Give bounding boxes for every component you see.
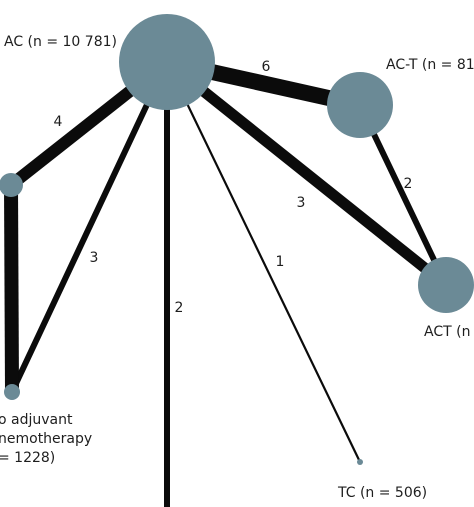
node-label-tc: TC (n = 506)	[337, 485, 427, 501]
node-label-line: ACT (n =	[424, 324, 474, 340]
edge-label-ac-actseq: 6	[262, 59, 271, 75]
node-labels-layer: AC (n = 10 781) AC-T (n = 8100) ACT (n = T…	[0, 34, 474, 501]
node-label-line: TC (n = 506)	[337, 485, 427, 501]
node-tc	[357, 459, 363, 465]
node-label-act: ACT (n =	[424, 324, 474, 340]
edge-ac-tc	[166, 61, 361, 463]
node-left	[0, 173, 23, 197]
edge-label-actseq-act: 2	[404, 176, 413, 192]
edge-ac-nochemo	[9, 60, 170, 394]
node-label-line: o adjuvant	[0, 412, 73, 428]
node-label-line: AC-T (n = 8100)	[386, 57, 474, 73]
edge-label-ac-act: 3	[297, 195, 306, 211]
edge-label-ac-left: 4	[54, 114, 63, 130]
node-label-line: AC (n = 10 781)	[4, 34, 117, 50]
edge-left-nochemo	[4, 184, 19, 393]
node-ac	[119, 14, 215, 110]
node-no-chemo	[4, 384, 20, 400]
node-label-line: = 1228)	[0, 450, 55, 466]
edge-ac-act	[163, 57, 450, 290]
nodes-layer	[0, 14, 474, 465]
node-label-line: nemotherapy	[0, 431, 92, 447]
node-label-no-chemo: o adjuvant nemotherapy = 1228)	[0, 412, 92, 466]
edge-label-ac-tc: 1	[276, 254, 285, 270]
node-act	[418, 257, 474, 313]
node-act-seq	[327, 72, 393, 138]
edge-labels-layer: 6 4 2 3 3 1 2	[54, 59, 413, 316]
edge-actseq-act	[357, 103, 449, 287]
edge-label-ac-nochemo: 3	[90, 250, 99, 266]
node-label-ac: AC (n = 10 781)	[4, 34, 117, 50]
node-label-act-seq: AC-T (n = 8100)	[386, 57, 474, 73]
edge-label-ac-bottom: 2	[175, 300, 184, 316]
